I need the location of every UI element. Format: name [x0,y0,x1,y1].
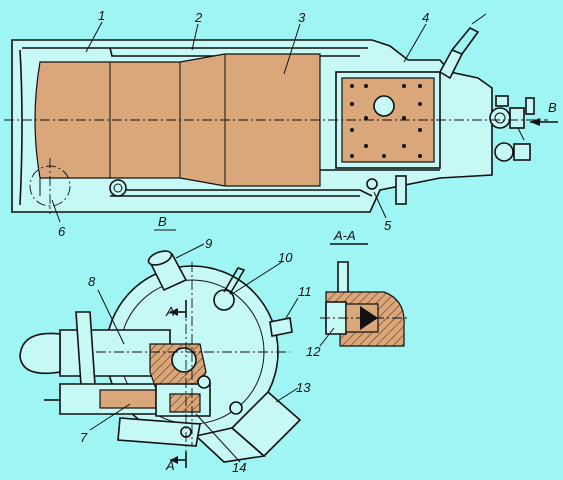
section-title: A-A [333,228,356,243]
callout-7: 7 [80,430,88,445]
section-marker-a-bottom: A [165,458,175,473]
section-a-a-detail [320,261,410,347]
callout-8: 8 [88,274,96,289]
callout-3: 3 [298,10,306,25]
callout-labels: 1 2 3 4 5 6 7 8 9 10 11 12 13 14 B B A A… [58,8,557,475]
callout-6: 6 [58,224,66,239]
callout-14: 14 [232,460,246,475]
callout-5: 5 [384,218,392,233]
callout-10: 10 [278,250,293,265]
top-leaders [51,21,427,223]
callout-2: 2 [194,10,203,25]
callout-13: 13 [296,380,311,395]
heater-end-view [19,250,302,468]
bottom-leaders [89,243,368,463]
callout-12: 12 [306,344,321,359]
callout-1: 1 [98,8,105,23]
callout-11: 11 [298,284,312,299]
view-marker-b-top: B [548,100,557,115]
section-marker-a-top: A [165,304,175,319]
heater-side-view [4,13,558,214]
callout-4: 4 [422,10,429,25]
view-marker-b-bottom: B [158,214,167,229]
callout-9: 9 [205,236,212,251]
